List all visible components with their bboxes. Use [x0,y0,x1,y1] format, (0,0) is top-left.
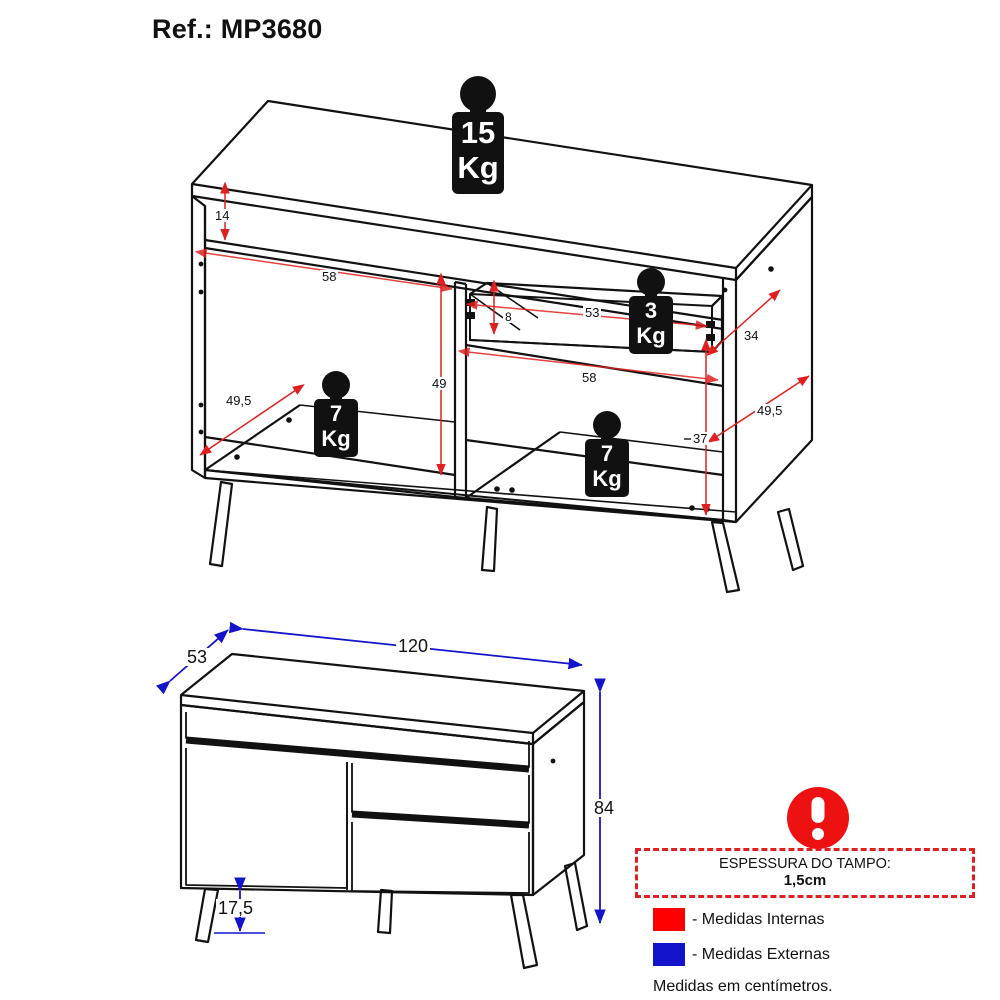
dimension-label-drawer-height: 8 [503,310,514,324]
exclamation-circle-icon [787,787,849,849]
dimension-label-left-bay-depth: 49,5 [224,393,254,408]
dimension-label-drawer-depth: 34 [742,328,761,343]
dimension-label-top-gap-height: 14 [213,208,232,223]
dimension-label-drawer-width: 53 [583,305,602,320]
top-thickness-warning-box: ESPESSURA DO TAMPO: 1,5cm [635,848,975,898]
weight-tag-15kg-value: 15 [460,115,496,150]
weight-tag-7kg-right-value: 7 [600,441,614,466]
dimension-label-right-bay-width: 58 [580,370,599,385]
assembled-legs [194,861,589,970]
weight-tag-3kg [629,268,673,354]
warning-text-line2: 1,5cm [783,872,827,890]
dimension-label-left-bay-width: 58 [320,269,339,284]
weight-tag-7kg-left-unit: Kg [321,426,351,451]
dimension-label-leg-height: 17,5 [216,898,256,918]
assembled-cabinet-body [179,652,586,897]
exclamation-dot [812,828,824,840]
legend-swatch-external [653,943,685,966]
warning-text-line1: ESPESSURA DO TAMPO: [719,855,891,872]
dimension-label-height: 84 [592,798,617,818]
weight-tag-7kg-left-value: 7 [329,401,343,426]
exploded-shelf-pin-holes [198,261,774,512]
legend-units-note: Medidas em centímetros. [653,978,833,995]
exploded-legs [208,480,805,594]
dimension-label-right-bay-height: 37 [691,431,710,446]
weight-tag-7kg-left [314,371,358,457]
external-dimension-lines [156,621,606,934]
weight-tag-3kg-value: 3 [644,298,658,323]
legend-key-internal: - Medidas Internas [653,908,825,931]
dimension-label-width: 120 [396,636,431,656]
dimension-label-right-bay-depth: 49,5 [755,403,785,418]
legend-label-internal: - Medidas Internas [692,910,825,928]
page-title: Ref.: MP3680 [152,14,323,44]
weight-tag-shapes [314,76,673,497]
weight-tag-15kg [452,76,504,194]
weight-tag-15kg-unit: Kg [457,150,499,185]
weight-tag-3kg-unit: Kg [636,323,666,348]
legend-label-external: - Medidas Externas [692,945,830,963]
dimension-label-left-bay-height: 49 [430,376,449,391]
exclamation-stem [811,797,825,823]
weight-tag-7kg-right-unit: Kg [592,466,622,491]
legend-swatch-internal [653,908,685,931]
dimension-label-depth: 53 [185,647,210,667]
legend-key-external: - Medidas Externas [653,943,830,966]
weight-tag-7kg-right [585,411,629,497]
internal-dimension-lines [194,181,810,516]
